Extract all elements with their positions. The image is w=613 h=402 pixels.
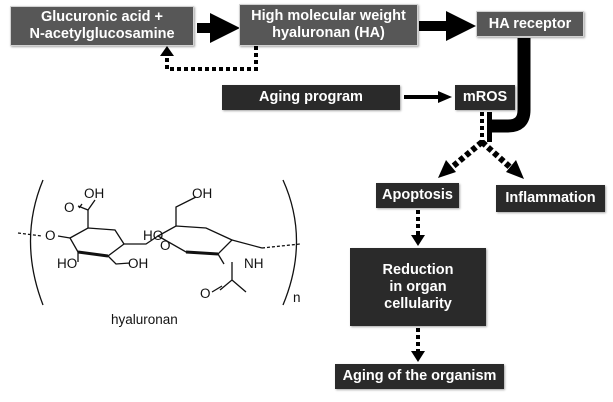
arrow-hmw-ha-to-precursors-dotted	[165, 46, 258, 71]
atom-o-link: O	[160, 238, 171, 253]
reduction-line-1: Reduction	[382, 261, 454, 278]
ring-1-front	[77, 250, 109, 258]
right-bracket	[282, 179, 298, 306]
atom-ho-mid: HO	[143, 228, 164, 243]
precursors-box: Glucuronic acid + N-acetylglucosamine	[10, 6, 194, 46]
mros-box: mROS	[455, 85, 515, 110]
atom-o-carbonyl: O	[64, 200, 75, 215]
left-bracket	[29, 179, 44, 306]
hyaluronan-structure	[17, 179, 301, 306]
hmw-ha-box: High molecular weight hyaluronan (HA)	[239, 4, 418, 46]
hmw-ha-line-2: hyaluronan (HA)	[272, 25, 385, 41]
left-end-bond	[17, 232, 43, 237]
atom-ho-left: HO	[57, 256, 78, 271]
arrowhead-reduction	[411, 235, 425, 246]
mros-label: mROS	[462, 89, 508, 105]
inhibition-bar	[487, 112, 492, 142]
right-end-bond	[261, 243, 301, 249]
arrowhead-apoptosis	[438, 160, 456, 178]
aging-organism-label: Aging of the organism	[342, 368, 497, 384]
arrowhead-inflammation	[506, 160, 524, 179]
atom-oh-carboxyl: OH	[84, 186, 105, 201]
structure-caption: hyaluronan	[111, 312, 178, 327]
arrowhead-aging-organism	[411, 351, 425, 362]
aging-organism-box: Aging of the organism	[335, 364, 504, 389]
aging-program-label: Aging program	[259, 89, 363, 105]
atom-nh: NH	[244, 256, 264, 271]
atom-o-acetyl: O	[200, 286, 211, 301]
repeat-subscript: n	[293, 290, 301, 305]
atom-oh-top: OH	[192, 186, 213, 201]
atom-oh-bottom: OH	[128, 256, 149, 271]
apoptosis-label: Apoptosis	[382, 187, 453, 203]
ha-receptor-box: HA receptor	[476, 11, 584, 37]
inhibition-receptor-to-mros	[491, 38, 531, 133]
arrowhead-dotted-up	[160, 46, 174, 56]
arrow-mros-to-apoptosis	[449, 139, 484, 171]
reduction-box: Reduction in organ cellularity	[350, 248, 486, 326]
aging-program-box: Aging program	[222, 85, 400, 110]
atom-o-left: O	[45, 228, 56, 243]
ring-2-front	[185, 250, 219, 256]
apoptosis-box: Apoptosis	[376, 183, 459, 208]
arrowhead-aging-program	[438, 91, 452, 103]
reduction-line-3: cellularity	[384, 295, 452, 312]
hmw-ha-line-1: High molecular weight	[251, 8, 406, 24]
inflammation-label: Inflammation	[505, 190, 596, 206]
arrow-mros-to-inflammation	[479, 139, 514, 171]
ha-receptor-label: HA receptor	[488, 15, 572, 32]
precursors-line-1: Glucuronic acid +	[40, 9, 164, 25]
precursors-line-2: N-acetylglucosamine	[29, 26, 175, 42]
inflammation-box: Inflammation	[496, 185, 605, 212]
reduction-line-2: in organ	[389, 278, 447, 295]
